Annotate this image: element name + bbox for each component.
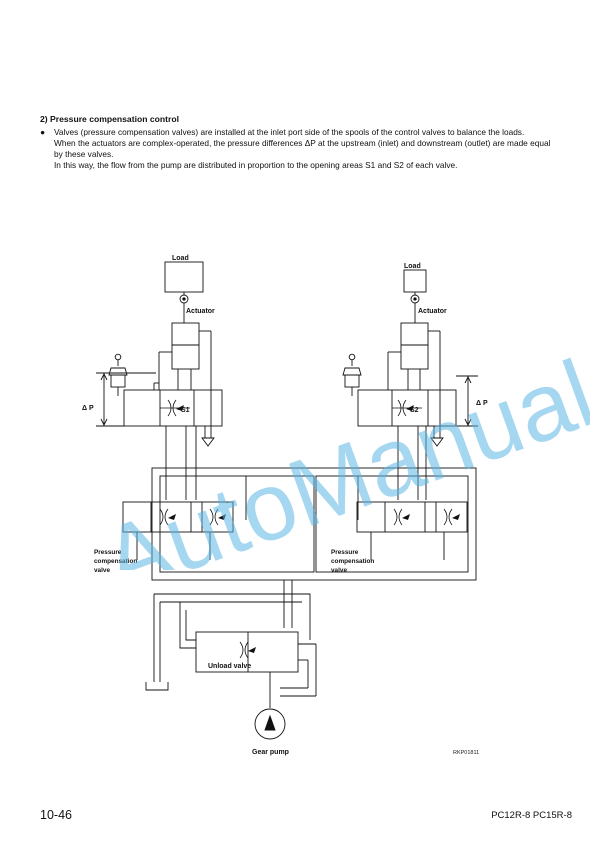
actuator-label-left: Actuator xyxy=(186,308,215,315)
unload-valve-label: Unload valve xyxy=(208,663,251,670)
line-1: Valves (pressure compensation valves) ar… xyxy=(54,127,525,137)
s2-label: S2 xyxy=(410,407,419,414)
pcv-label-left-1: Pressure xyxy=(94,549,122,556)
delta-p-left: Δ P xyxy=(82,405,94,412)
pcv-right xyxy=(356,501,468,533)
delta-p-right: Δ P xyxy=(476,400,488,407)
model-name: PC12R-8 PC15R-8 xyxy=(491,810,572,821)
load-box-left xyxy=(164,261,204,293)
bullet: ● xyxy=(40,127,46,137)
hydraulic-diagram: Load Load Actuator Actuator Δ P Δ P S1 S… xyxy=(82,255,488,756)
section-title: 2) Pressure compensation control xyxy=(40,114,179,124)
unload-valve xyxy=(195,631,299,673)
pcv-label-left-3: valve xyxy=(94,567,110,574)
load-box-right xyxy=(403,269,427,293)
control-valve-right xyxy=(357,389,457,427)
line-2: When the actuators are complex-operated,… xyxy=(54,138,551,159)
pcv-left xyxy=(122,501,234,533)
pcv-label-right-1: Pressure xyxy=(331,549,359,556)
pcv-label-right-3: valve xyxy=(331,567,347,574)
control-valve-left xyxy=(123,389,223,427)
gear-pump xyxy=(254,708,286,740)
body-text: ● Valves (pressure compensation valves) … xyxy=(40,127,560,171)
line-3: In this way, the flow from the pump are … xyxy=(54,160,458,170)
pcv-label-left-2: compensation xyxy=(94,558,137,565)
actuator-label-right: Actuator xyxy=(418,308,447,315)
load-label-right: Load xyxy=(404,263,421,270)
page-number: 10-46 xyxy=(40,808,72,822)
paragraph: Valves (pressure compensation valves) ar… xyxy=(54,127,560,171)
actuator-right xyxy=(400,322,429,370)
figure-id: RKP01811 xyxy=(453,750,480,756)
load-label-left: Load xyxy=(172,255,189,262)
pcv-label-right-2: compensation xyxy=(331,558,374,565)
s1-label: S1 xyxy=(181,407,190,414)
tank xyxy=(145,682,169,691)
main-loop xyxy=(151,467,477,581)
gear-pump-label: Gear pump xyxy=(252,749,289,756)
actuator-left xyxy=(171,322,200,370)
